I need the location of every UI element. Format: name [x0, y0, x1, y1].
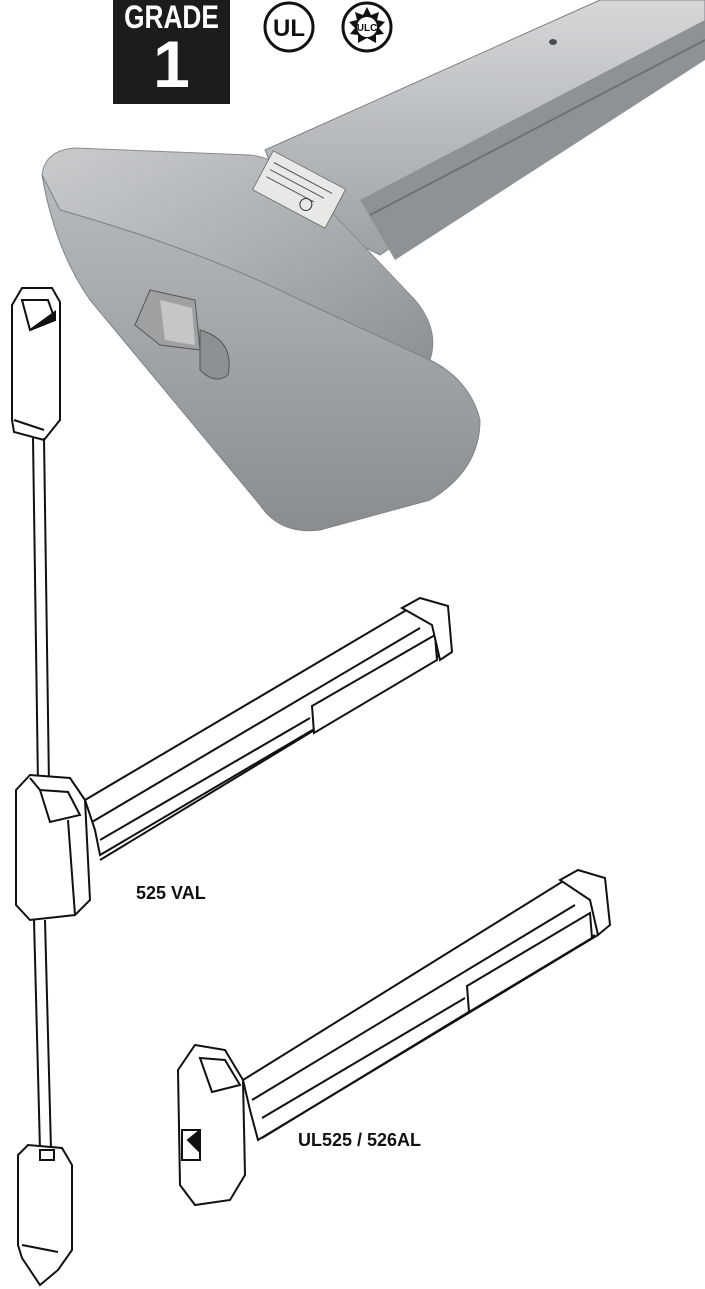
vertical-rod-device-drawing — [11, 287, 454, 1287]
grade-badge: GRADE 1 — [113, 0, 230, 104]
ul-listed-icon: UL — [263, 1, 315, 53]
rim-device-drawing — [176, 868, 612, 1207]
vertical-rod-caption: 525 VAL — [136, 883, 206, 903]
grade-number: 1 — [153, 27, 190, 101]
ulc-listed-icon: ULC — [341, 1, 393, 53]
ul-mark-text: UL — [273, 15, 305, 42]
ulc-mark-text: ULC — [357, 23, 378, 34]
grade-word: GRADE — [124, 0, 219, 35]
rim-device-caption: UL525 / 526AL — [298, 1130, 422, 1150]
